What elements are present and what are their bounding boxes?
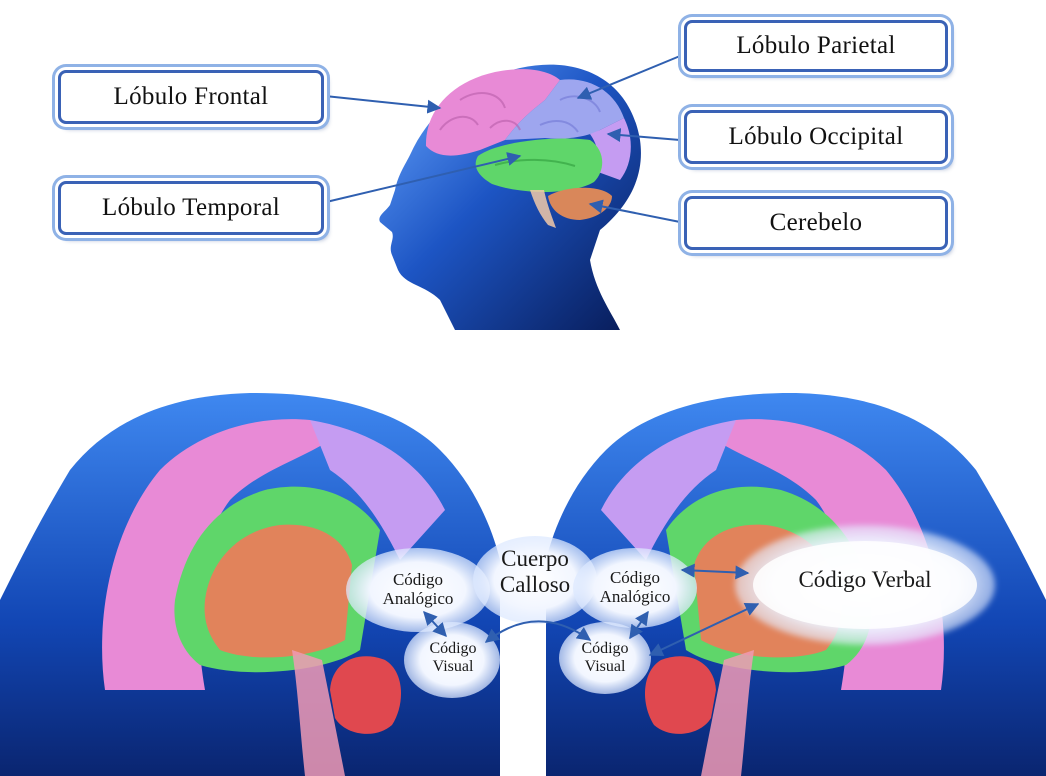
right-analogico-line1: Código [585,568,685,587]
verbal-text: Código Verbal [775,567,955,593]
label-lobulo-frontal-text: Lóbulo Frontal [114,83,269,111]
text-right-visual: Código Visual [570,640,640,676]
top-head-illustration [379,65,641,330]
right-visual-line1: Código [570,640,640,658]
label-lobulo-temporal-text: Lóbulo Temporal [102,194,280,222]
label-lobulo-parietal-text: Lóbulo Parietal [736,32,895,60]
label-lobulo-occipital-text: Lóbulo Occipital [729,123,904,151]
cuerpo-line1: Cuerpo [485,546,585,572]
cuerpo-line2: Calloso [485,572,585,598]
right-visual-line2: Visual [570,658,640,676]
left-visual-line1: Código [418,640,488,658]
left-cerebellum [330,656,401,734]
label-lobulo-temporal: Lóbulo Temporal [58,181,324,235]
label-lobulo-occipital: Lóbulo Occipital [684,110,948,164]
text-left-visual: Código Visual [418,640,488,676]
label-cerebelo: Cerebelo [684,196,948,250]
right-cerebellum [645,656,716,734]
text-left-analogico: Código Analógico [368,570,468,608]
text-right-analogico: Código Analógico [585,568,685,606]
left-visual-line2: Visual [418,658,488,676]
label-lobulo-frontal: Lóbulo Frontal [58,70,324,124]
left-analogico-line1: Código [368,570,468,589]
left-analogico-line2: Analógico [368,589,468,608]
label-cerebelo-text: Cerebelo [770,209,863,237]
text-cuerpo-calloso: Cuerpo Calloso [485,546,585,598]
right-analogico-line2: Analógico [585,587,685,606]
label-lobulo-parietal: Lóbulo Parietal [684,20,948,72]
frontal-arrow [325,96,440,108]
text-codigo-verbal: Código Verbal [775,567,955,593]
